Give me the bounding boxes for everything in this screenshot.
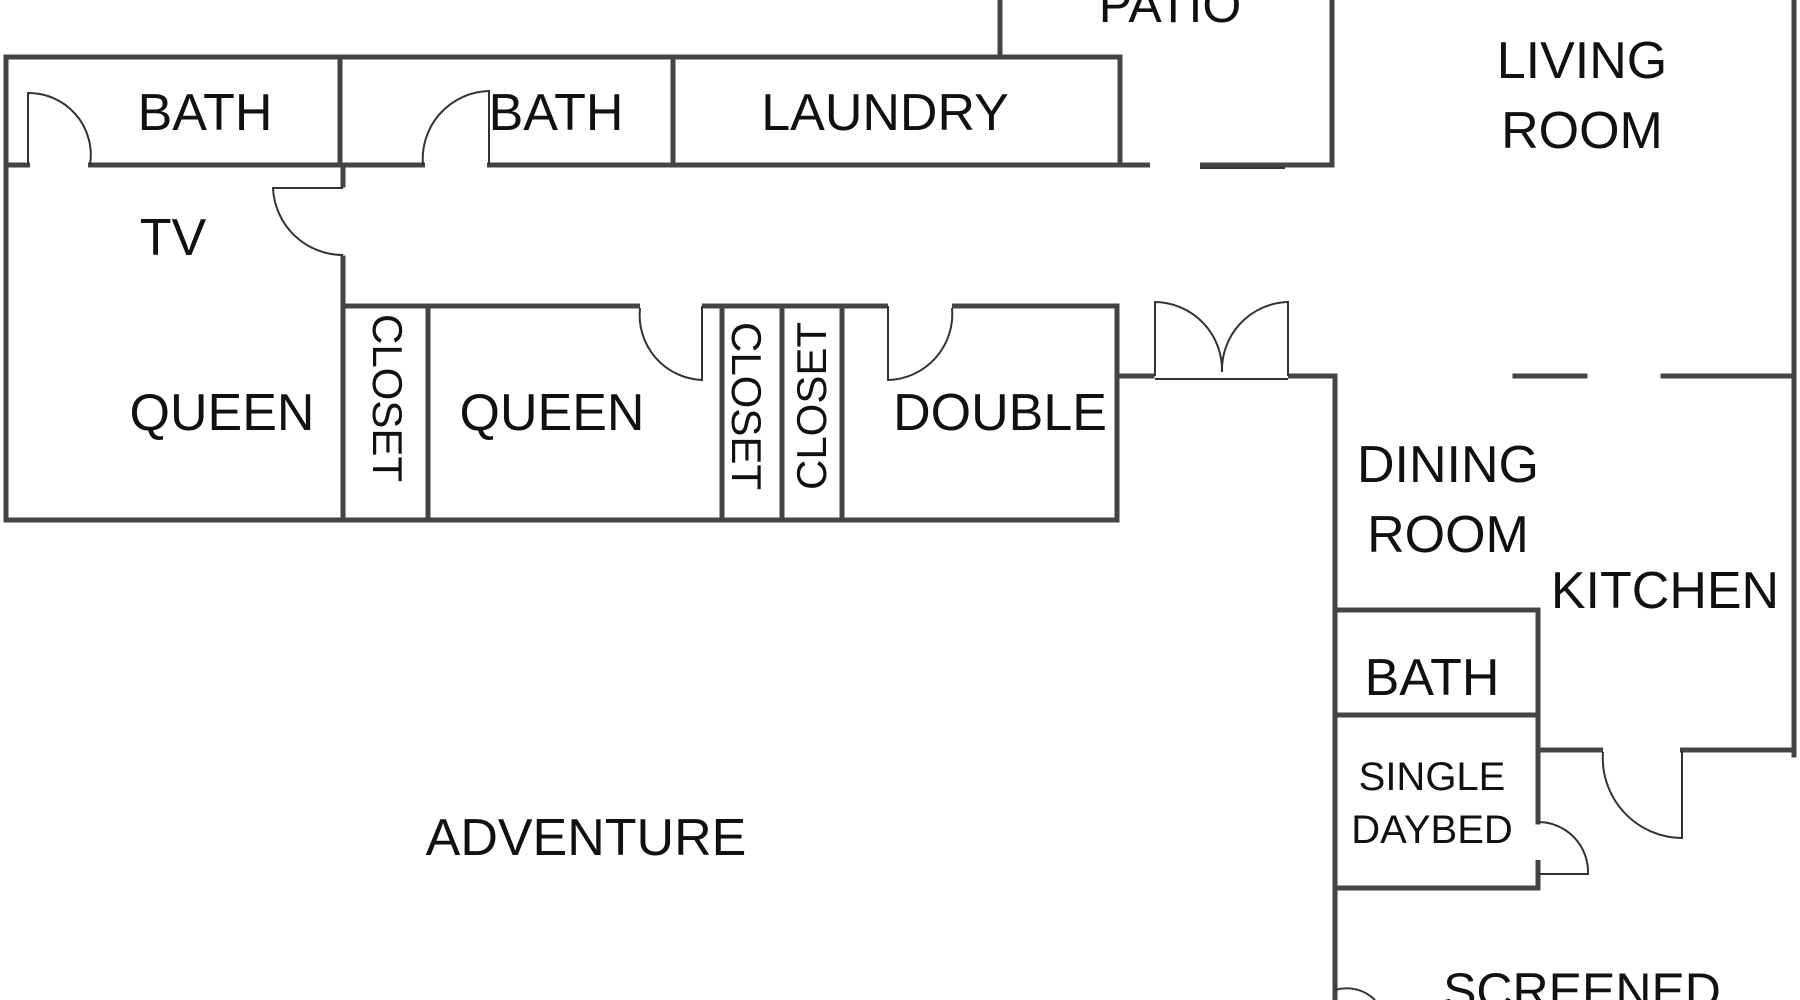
door-swing-entry-left — [1154, 300, 1224, 376]
label-kitchen: KITCHEN — [1551, 562, 1779, 620]
label-closet-c: CLOSET — [788, 322, 835, 490]
door-swing-screened — [1334, 987, 1376, 1000]
label-dining-line1: DINING — [1357, 436, 1539, 494]
label-bath-b: BATH — [489, 84, 624, 142]
label-living-line1: LIVING — [1497, 32, 1668, 90]
label-single-line2: DAYBED — [1351, 808, 1513, 852]
door-swing-queen-b — [638, 306, 703, 382]
label-bath-a: BATH — [138, 84, 273, 142]
label-screened: SCREENED — [1443, 963, 1721, 1000]
label-dining-line2: ROOM — [1367, 506, 1529, 564]
door-swing-bath-b — [421, 89, 490, 166]
label-bath-c: BATH — [1365, 649, 1500, 707]
label-patio: PATIO — [1099, 0, 1242, 33]
door-swing-kitchen — [1601, 750, 1683, 840]
label-adventure: ADVENTURE — [426, 809, 747, 867]
label-living-line2: ROOM — [1501, 102, 1663, 160]
door-swing-single — [1537, 821, 1590, 875]
label-tv: TV — [140, 209, 207, 267]
label-queen-a: QUEEN — [130, 384, 315, 442]
label-closet-b: CLOSET — [723, 322, 770, 490]
door-swing-entry-right — [1220, 300, 1289, 376]
label-double: DOUBLE — [893, 384, 1107, 442]
label-queen-b: QUEEN — [460, 384, 645, 442]
room-labels: PATIO LIVING ROOM BATH BATH LAUNDRY TV Q… — [130, 0, 1780, 1000]
door-swing-bath-a — [27, 91, 92, 166]
label-laundry: LAUNDRY — [761, 84, 1009, 142]
walls — [3, 0, 1797, 1000]
door-swing-tv — [271, 187, 344, 257]
label-single-line1: SINGLE — [1359, 755, 1506, 799]
label-closet-a: CLOSET — [364, 314, 411, 482]
door-swing-double — [887, 306, 954, 382]
doors — [27, 89, 1683, 1000]
